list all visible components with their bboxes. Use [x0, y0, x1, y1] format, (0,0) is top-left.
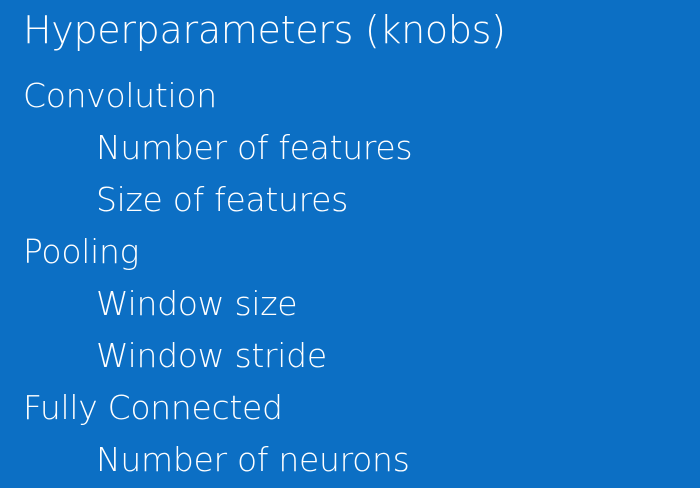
list-item-number-of-features: Number of features — [96, 128, 413, 167]
section-heading-convolution: Convolution — [23, 76, 217, 115]
section-heading-fully-connected: Fully Connected — [23, 388, 283, 427]
list-item-number-of-neurons: Number of neurons — [96, 440, 410, 479]
section-heading-pooling: Pooling — [23, 232, 140, 271]
list-item-window-size: Window size — [96, 284, 298, 323]
list-item-size-of-features: Size of features — [96, 180, 349, 219]
list-item-window-stride: Window stride — [96, 336, 327, 375]
slide-title: Hyperparameters (knobs) — [23, 8, 506, 52]
